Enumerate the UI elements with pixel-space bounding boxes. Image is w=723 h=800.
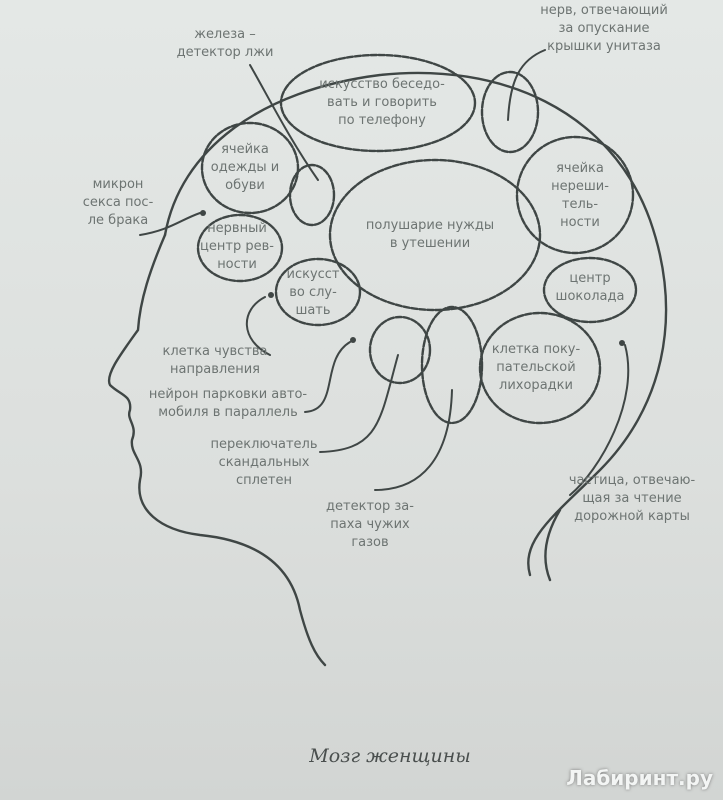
label-line: тель- bbox=[561, 197, 599, 212]
label-line: искусст bbox=[286, 267, 340, 282]
label-line: искусство беседо- bbox=[319, 77, 445, 92]
label-gossip: переключатель скандальных сплетен bbox=[210, 436, 317, 490]
label-chocolate: центр шоколада bbox=[556, 270, 625, 306]
label-line: щая за чтение bbox=[582, 491, 682, 506]
label-listening: искусст во слу-шать bbox=[286, 266, 339, 320]
label-line: крышки унитаза bbox=[547, 39, 661, 54]
label-sex-micron: микрон секса пос-ле брака bbox=[83, 176, 154, 230]
label-line: за опускание bbox=[558, 21, 650, 36]
label-line: скандальных bbox=[218, 455, 310, 470]
label-line: нерв, отвечающий bbox=[540, 3, 668, 18]
watermark-logo: Лабиринт.ру bbox=[566, 766, 713, 790]
label-line: детектор за- bbox=[326, 499, 414, 514]
label-line: пательской bbox=[496, 360, 576, 375]
label-line: переключатель bbox=[210, 437, 318, 452]
label-line: мобиля в параллель bbox=[158, 405, 298, 420]
label-shopping: клетка поку-пательской лихорадки bbox=[492, 341, 580, 395]
head-outline bbox=[163, 71, 668, 582]
label-line: нервный bbox=[207, 221, 267, 236]
lobe-toilet-nerve bbox=[480, 70, 540, 154]
lobe-comfort bbox=[328, 158, 542, 312]
label-line: нереши- bbox=[551, 179, 609, 194]
label-line: сплетен bbox=[235, 473, 293, 488]
label-comfort: полушарие нужды в утешении bbox=[366, 217, 494, 253]
brain-lobes bbox=[196, 53, 638, 425]
label-lie-detector: железа – детектор лжи bbox=[177, 26, 274, 62]
label-indecision: ячейка нереши-тель-ности bbox=[551, 160, 609, 232]
label-line: клетка чувства bbox=[162, 344, 268, 359]
label-map-reading: частица, отвечаю-щая за чтение дорожной к… bbox=[569, 472, 695, 526]
label-line: дорожной карты bbox=[574, 509, 690, 524]
label-line: вать и говорить bbox=[327, 95, 437, 110]
label-line: во слу- bbox=[289, 285, 337, 300]
label-phone-talk: искусство беседо-вать и говорить по телеф… bbox=[319, 76, 445, 130]
lobe-shopping bbox=[478, 311, 602, 425]
lobe-chocolate bbox=[542, 256, 638, 324]
label-line: ячейка bbox=[221, 142, 269, 157]
label-line: полушарие нужды bbox=[365, 218, 495, 233]
label-line: шоколада bbox=[555, 289, 625, 304]
label-line: клетка поку- bbox=[491, 342, 581, 357]
label-parking: нейрон парковки авто-мобиля в параллель bbox=[149, 386, 307, 422]
face-profile bbox=[107, 233, 327, 667]
label-line: ле брака bbox=[87, 213, 149, 228]
lobe-indecision bbox=[515, 135, 635, 255]
lobe-lie-detector bbox=[288, 163, 336, 227]
label-line: паха чужих bbox=[330, 517, 410, 532]
lobe-listening bbox=[274, 257, 362, 327]
label-line: направления bbox=[170, 362, 260, 377]
label-line: одежды и bbox=[210, 160, 280, 175]
label-line: обуви bbox=[225, 178, 265, 193]
label-line: детектор лжи bbox=[176, 45, 274, 60]
label-line: нейрон парковки авто- bbox=[148, 387, 308, 402]
lobe-jealousy bbox=[196, 213, 284, 283]
label-line: центр рев- bbox=[200, 239, 274, 254]
label-line: частица, отвечаю- bbox=[568, 473, 696, 488]
label-line: по телефону bbox=[338, 113, 426, 128]
label-line: ности bbox=[217, 257, 257, 272]
label-line: шать bbox=[295, 303, 331, 318]
label-toilet-nerve: нерв, отвечающий за опускание крышки унита… bbox=[540, 2, 668, 56]
label-line: ячейка bbox=[556, 161, 604, 176]
label-line: центр bbox=[569, 271, 611, 286]
label-line: в утешении bbox=[389, 236, 471, 251]
figure-caption: Мозг женщины bbox=[309, 745, 471, 767]
label-line: газов bbox=[351, 535, 389, 550]
label-clothes: ячейка одежды и обуви bbox=[211, 141, 280, 195]
label-line: лихорадки bbox=[499, 378, 573, 393]
lobe-gas bbox=[420, 305, 484, 425]
lobe-phone-talk bbox=[279, 53, 477, 153]
label-line: микрон bbox=[92, 177, 144, 192]
label-line: секса пос- bbox=[82, 195, 154, 210]
lobe-gossip bbox=[368, 315, 432, 385]
pointer-arrows bbox=[139, 49, 630, 496]
label-jealousy: нервный центр рев-ности bbox=[200, 220, 274, 274]
label-gas: детектор за-паха чужих газов bbox=[326, 498, 414, 552]
label-line: железа – bbox=[194, 27, 256, 42]
marker-dots bbox=[200, 210, 625, 346]
label-line: ности bbox=[560, 215, 600, 230]
label-direction: клетка чувства направления bbox=[162, 343, 267, 379]
lobe-clothes bbox=[200, 121, 300, 215]
